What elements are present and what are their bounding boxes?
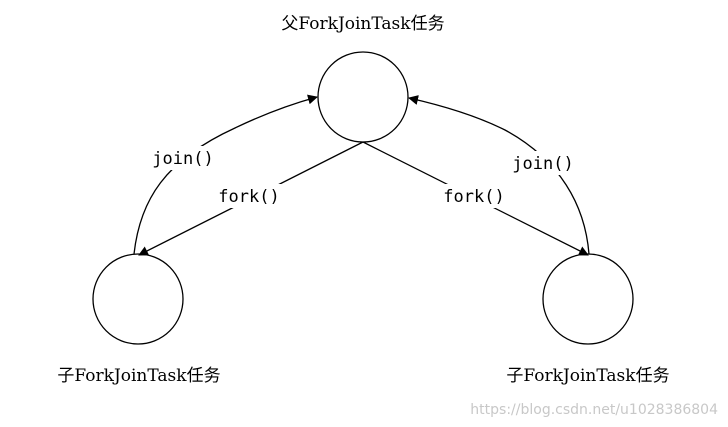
left-child-task-label: 子ForkJoinTask任务 <box>57 366 220 386</box>
join-left-label: join() <box>152 149 213 169</box>
join-right-edge <box>408 95 590 255</box>
right-child-task-label: 子ForkJoinTask任务 <box>506 366 669 386</box>
watermark-text: https://blog.csdn.net/u1028386804 <box>470 402 718 418</box>
join-left-edge <box>133 94 318 255</box>
fork-left-label: fork() <box>218 187 279 207</box>
fork-right-label: fork() <box>443 187 504 207</box>
parent-task-node <box>317 51 409 143</box>
parent-task-label: 父ForkJoinTask任务 <box>281 14 444 34</box>
left-child-task-node <box>92 253 184 345</box>
right-child-task-node <box>542 253 634 345</box>
join-right-label: join() <box>512 154 573 174</box>
